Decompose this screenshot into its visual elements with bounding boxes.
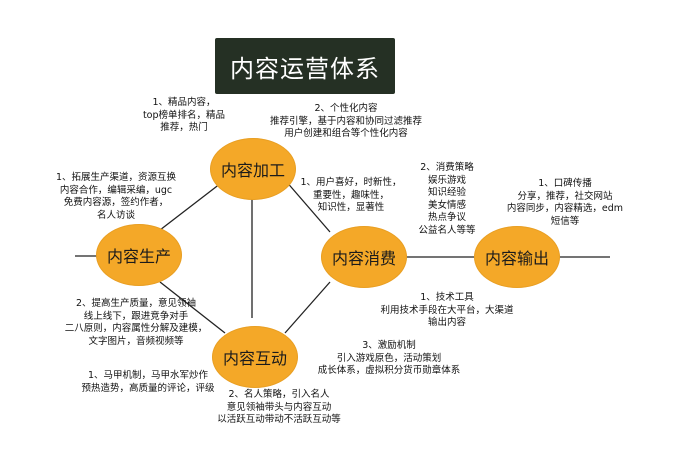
note-line: 2、名人策略，引入名人: [228, 389, 330, 400]
node-production: 内容生产: [96, 224, 182, 286]
note-interaction-3: 3、激励机制 引入游戏原色，活动策划 成长体系，虚拟积分货币勋章体系: [304, 340, 474, 378]
note-line: 1、精品内容，: [152, 97, 216, 108]
node-consumption: 内容消费: [321, 226, 407, 288]
note-line: 1、口碑传播: [538, 178, 592, 189]
note-line: 推荐引擎，基于内容和协同过滤推荐: [269, 115, 422, 127]
node-interaction-label: 内容互动: [222, 349, 287, 368]
note-interaction-2: 2、名人策略，引入名人 意见领袖带头与内容互动 以活跃互动带动不活跃互动等: [204, 389, 354, 427]
note-line: 免费内容源，签约作者，: [63, 197, 169, 208]
title-box: 内容运营体系: [215, 38, 395, 94]
connector-production-processing: [159, 179, 226, 231]
note-line: 内容同步，内容精选，edm: [506, 203, 624, 214]
note-line: 公益名人等等: [418, 224, 476, 236]
node-output-label: 内容输出: [484, 249, 549, 268]
note-processing-1: 1、精品内容， top榜单排名，精品 推荐，热门: [128, 97, 240, 135]
note-line: 输出内容: [427, 317, 466, 328]
note-line: 娱乐游戏: [427, 174, 466, 186]
note-line: 内容合作，编辑采编，ugc: [59, 184, 173, 196]
note-line: 1、拓展生产渠道，资源互换: [55, 172, 177, 183]
node-consumption-label: 内容消费: [331, 249, 396, 268]
note-line: 以活跃互动带动不活跃互动等: [217, 414, 341, 425]
connector-interaction-consumption: [284, 281, 331, 334]
node-processing-label: 内容加工: [220, 161, 285, 180]
note-line: 线上线下，跟进竞争对手: [83, 310, 189, 322]
note-line: 短信等: [550, 215, 580, 227]
note-line: 引入游戏原色，活动策划: [336, 352, 442, 364]
note-line: 3、激励机制: [362, 340, 416, 351]
note-line: 美女情感: [427, 199, 466, 211]
node-processing: 内容加工: [210, 138, 296, 200]
note-interaction-1: 1、马甲机制，马甲水军炒作 预热造势，高质量的评论，评级: [73, 370, 223, 395]
note-line: 意见领袖带头与内容互动: [226, 401, 332, 413]
connector-processing-consumption: [284, 179, 331, 233]
note-production-2: 2、提高生产质量，意见领袖 线上线下，跟进竞争对手 二八原则，内容属性分解及建模…: [56, 298, 216, 348]
note-line: 2、个性化内容: [314, 103, 378, 114]
note-processing-2: 2、个性化内容 推荐引擎，基于内容和协同过滤推荐 用户创建和组合等个性化内容: [256, 103, 436, 141]
note-line: top榜单排名，精品: [142, 109, 226, 121]
note-line: 分享，推荐，社交网站: [517, 190, 613, 202]
note-line: 知识性，显著性: [317, 202, 385, 213]
note-consumption-1: 1、用户喜好，时新性， 重要性，趣味性， 知识性，显著性: [294, 177, 408, 215]
note-line: 名人访谈: [96, 209, 135, 221]
note-production-1: 1、拓展生产渠道，资源互换 内容合作，编辑采编，ugc 免费内容源，签约作者， …: [46, 172, 186, 222]
node-output: 内容输出: [474, 226, 560, 288]
note-line: 2、消费策略: [420, 162, 474, 173]
diagram-title: 内容运营体系: [230, 54, 380, 83]
note-line: 二八原则，内容属性分解及建模，: [64, 323, 208, 334]
note-consumption-2: 2、消费策略 娱乐游戏 知识经验 美女情感 热点争议 公益名人等等: [409, 162, 485, 237]
note-line: 成长体系，虚拟积分货币勋章体系: [317, 365, 461, 376]
node-interaction: 内容互动: [212, 326, 298, 388]
note-line: 知识经验: [427, 187, 466, 198]
note-line: 热点争议: [427, 212, 466, 223]
note-line: 利用技术手段在大平台，大渠道: [380, 304, 514, 316]
note-line: 2、提高生产质量，意见领袖: [75, 298, 197, 309]
note-line: 重要性，趣味性，: [312, 189, 389, 201]
note-line: 1、马甲机制，马甲水军炒作: [87, 370, 209, 381]
note-line: 预热造势，高质量的评论，评级: [81, 382, 215, 394]
note-line: 文字图片，音频视频等: [88, 335, 184, 347]
note-line: 推荐，热门: [160, 122, 208, 133]
note-output-2: 1、技术工具 利用技术手段在大平台，大渠道 输出内容: [364, 292, 530, 330]
node-production-label: 内容生产: [106, 247, 171, 266]
note-line: 1、用户喜好，时新性，: [300, 177, 402, 188]
note-line: 1、技术工具: [420, 292, 474, 303]
note-line: 用户创建和组合等个性化内容: [284, 128, 408, 139]
note-output-1: 1、口碑传播 分享，推荐，社交网站 内容同步，内容精选，edm 短信等: [496, 178, 634, 228]
connector-production-interaction: [159, 281, 226, 334]
